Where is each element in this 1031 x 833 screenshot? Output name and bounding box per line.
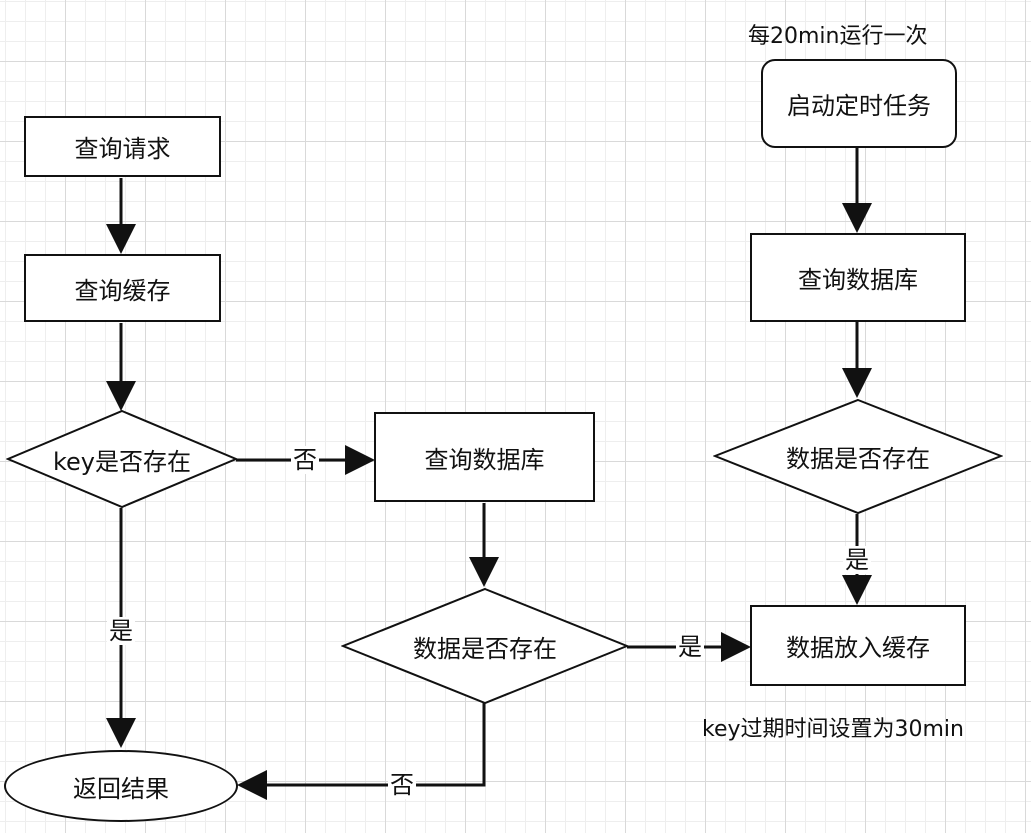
return-result-text: 返回结果 [73,774,169,803]
query-db-left-box: 查询数据库 [374,412,595,502]
query-request-box: 查询请求 [24,116,221,177]
edge-label-key-yes: 是 [107,617,135,645]
query-db-left-text: 查询数据库 [424,445,545,474]
data-exists-left-decision: 数据是否存在 [341,587,629,705]
query-request-text: 查询请求 [74,135,171,163]
edge-label-key-no: 否 [291,446,319,474]
key-exists-diamond-shape [6,409,238,509]
start-task-text: 启动定时任务 [787,92,931,120]
key-exists-decision: key是否存在 [6,409,238,509]
data-exists-left-diamond-shape [341,587,629,705]
query-cache-box: 查询缓存 [24,254,221,322]
arrow-data-no-to-result [237,703,486,800]
key-exists-text: key是否存在 [52,447,191,476]
edge-label-data-right-yes: 是 [843,546,871,574]
data-exists-right-text: 数据是否存在 [786,445,930,473]
data-exists-right-decision: 数据是否存在 [713,398,1003,515]
data-exists-right-diamond-shape [713,398,1003,515]
query-db-right-text: 查询数据库 [798,266,918,294]
put-into-cache-text: 数据放入缓存 [786,634,930,662]
start-task-box: 启动定时任务 [761,59,957,148]
expire-annotation: key过期时间设置为30min [702,717,964,742]
return-result-ellipse: 返回结果 [4,750,238,822]
data-exists-left-text: 数据是否存在 [413,634,557,663]
edge-label-data-left-no: 否 [388,771,416,799]
put-into-cache-box: 数据放入缓存 [750,605,966,686]
query-cache-text: 查询缓存 [74,276,171,305]
query-db-right-box: 查询数据库 [750,233,966,322]
schedule-annotation: 每20min运行一次 [748,24,928,49]
edge-label-data-left-yes: 是 [676,633,704,661]
